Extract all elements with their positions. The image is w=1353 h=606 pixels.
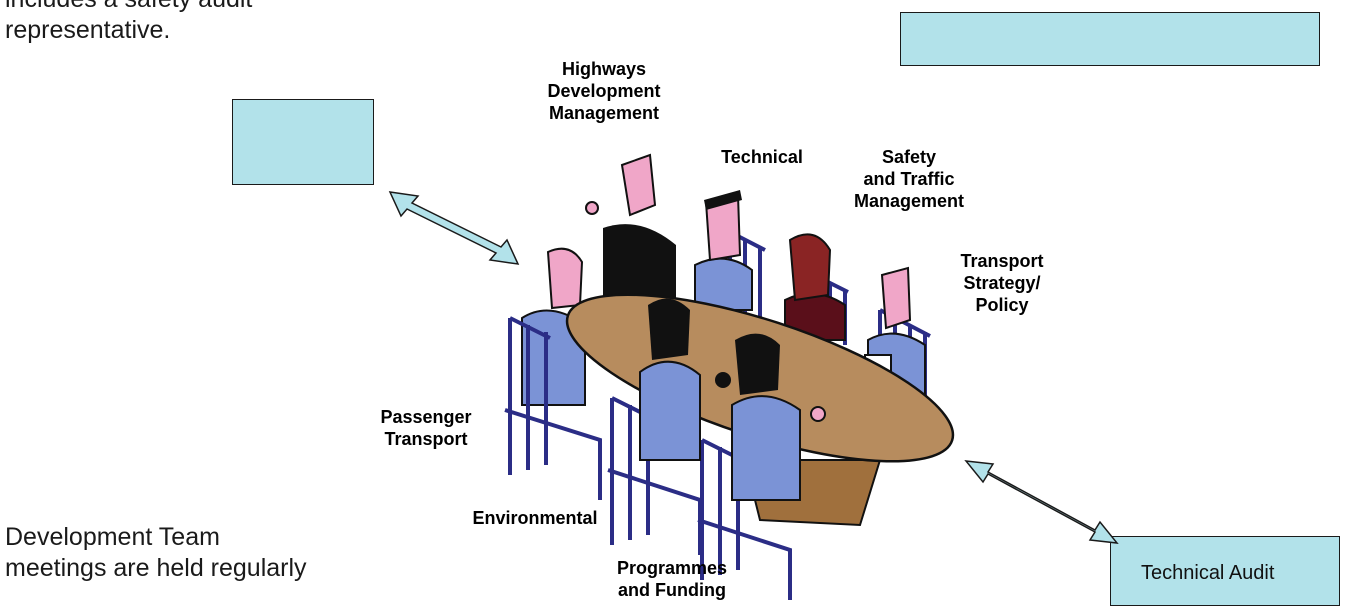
label-environmental: Environmental <box>472 508 598 528</box>
label-passenger: Passenger Transport <box>362 406 490 450</box>
person-highways <box>585 153 676 300</box>
intro-text: includes a safety audit representative. <box>5 0 252 46</box>
label-transport-strategy-line-2: Strategy/ <box>963 273 1041 293</box>
person-passenger <box>521 247 586 406</box>
label-highways-line-1: Highways <box>561 59 647 79</box>
label-highways: Highways Development Management <box>524 58 684 124</box>
label-safety-line-2: and Traffic <box>863 169 955 189</box>
intro-text-line-2: representative. <box>5 16 171 44</box>
technical-audit-label: Technical Audit <box>1141 562 1275 584</box>
label-programmes: Programmes and Funding <box>592 557 752 601</box>
label-passenger-line-2: Transport <box>384 429 468 449</box>
label-transport-strategy-line-1: Transport <box>960 251 1044 271</box>
label-safety: Safety and Traffic Management <box>834 146 984 212</box>
top-right-box <box>900 12 1320 66</box>
label-passenger-line-1: Passenger <box>380 407 472 427</box>
person-programmes <box>731 333 826 501</box>
left-double-arrow <box>388 191 520 265</box>
label-programmes-line-2: and Funding <box>618 580 726 600</box>
technical-audit-box: Technical Audit <box>1110 536 1340 606</box>
footer-text: Development Team meetings are held regul… <box>5 522 307 584</box>
label-transport-strategy-line-3: Policy <box>975 295 1029 315</box>
label-programmes-line-1: Programmes <box>616 558 728 578</box>
footer-text-line-1: Development Team <box>5 523 220 551</box>
person-environmental <box>639 298 731 461</box>
label-highways-line-3: Management <box>548 103 660 123</box>
footer-text-line-2: meetings are held regularly <box>5 554 307 582</box>
label-safety-line-3: Management <box>853 191 965 211</box>
right-double-arrow <box>964 460 1119 544</box>
intro-text-line-1: includes a safety audit <box>5 0 252 15</box>
front-chairs <box>504 316 792 600</box>
label-highways-line-2: Development <box>547 81 661 101</box>
label-safety-line-1: Safety <box>881 147 937 167</box>
left-box <box>232 99 374 185</box>
label-transport-strategy: Transport Strategy/ Policy <box>944 250 1060 316</box>
label-technical: Technical <box>721 147 803 167</box>
person-technical <box>694 190 753 311</box>
person-safety <box>784 233 846 341</box>
